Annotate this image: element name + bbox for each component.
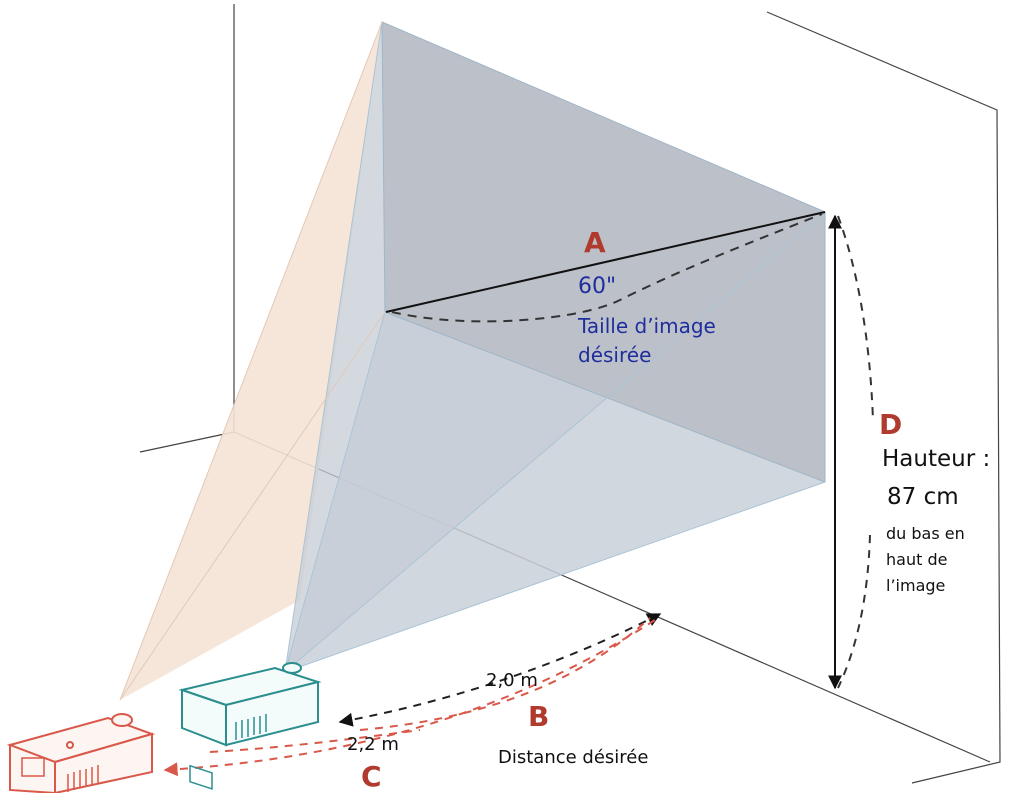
diagonal-dashed-arc (391, 213, 823, 323)
near-projector-icon (178, 662, 322, 790)
distance-arc-b (359, 617, 651, 731)
distance-arc-c (209, 729, 421, 753)
distance-arrow-b (338, 613, 662, 727)
label-d-caption-line2: haut de (886, 550, 948, 569)
height-dashed-arc-top (837, 215, 874, 421)
label-b-letter: B (528, 700, 550, 733)
label-b-distance: 2,0 m (486, 670, 538, 691)
screen-wall-outline (766, 11, 1001, 784)
label-d-value: 87 cm (887, 484, 959, 510)
label-a-letter: A (584, 226, 606, 259)
far-beam-edges (119, 21, 386, 701)
label-c-distance: 2,2 m (347, 734, 399, 755)
far-beam-edge-2 (119, 311, 386, 701)
label-c-letter: C (361, 760, 382, 793)
label-d-title: Hauteur : (882, 446, 991, 472)
floor-line-left (139, 431, 235, 453)
label-a-caption-line1: Taille d’image (578, 314, 716, 338)
label-d-letter: D (879, 408, 903, 441)
beam-edge-3 (284, 211, 826, 673)
label-d-caption-line3: l’image (886, 576, 946, 595)
beam-edge-2 (284, 311, 386, 673)
label-a-size: 60" (578, 274, 617, 299)
label-d-caption-line1: du bas en (886, 524, 965, 543)
far-beam-edge-1 (119, 21, 383, 701)
beam-edge-1 (284, 21, 383, 673)
far-projector-icon (6, 713, 156, 793)
label-b-caption: Distance désirée (498, 747, 649, 768)
label-a-caption-line2: désirée (578, 343, 652, 367)
diagonal-line-a (385, 211, 826, 313)
height-dashed-arc-bottom (837, 534, 871, 689)
